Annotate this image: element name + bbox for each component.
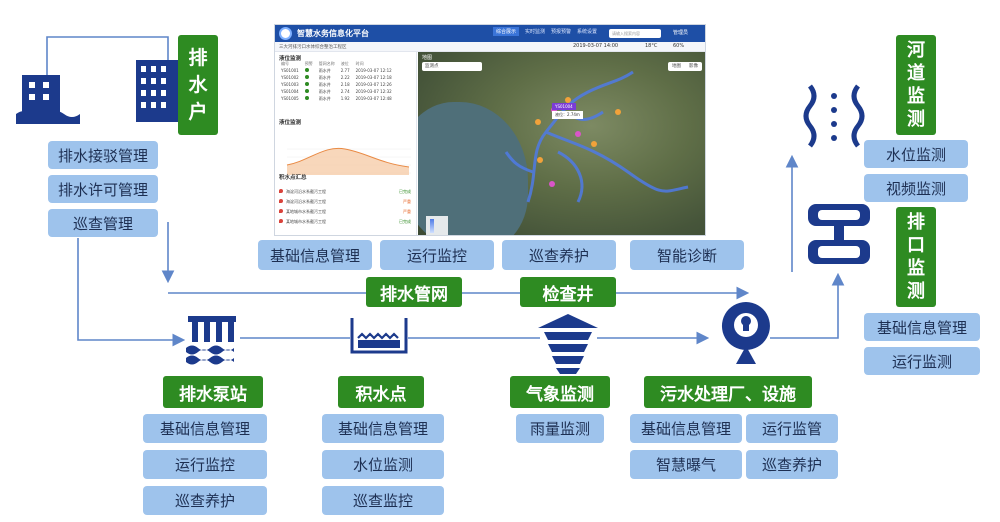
humidity-readout: 60% [673,43,684,49]
map-toggle-satellite[interactable]: 影像 [689,62,698,71]
location-pin-icon [279,189,283,193]
river-video-monitoring[interactable]: 视频监测 [864,174,968,202]
river-dots-icon [831,93,837,141]
inspection-well-label[interactable]: 检查井 [520,277,616,307]
col-name: 管网名称 [316,60,338,67]
pipeline-intelligent-diagnosis[interactable]: 智能诊断 [630,240,744,270]
location-pin-icon [279,219,283,223]
pump-operation-monitoring[interactable]: 运行监控 [143,450,267,479]
river-water-level-monitoring[interactable]: 水位监测 [864,140,968,168]
map-popup-value: 液位：2.74m [552,111,583,119]
dashboard-search-input[interactable]: 请输入搜索内容 [609,29,661,38]
map-legend [426,216,448,236]
location-pin-icon [279,209,283,213]
col-id: 编号 [278,60,302,67]
col-level: 液位 [338,60,353,67]
table-header-row: 编号 预警 管网名称 液位 时间 [278,60,395,67]
location-pin-icon [279,199,283,203]
pump-basic-info-management[interactable]: 基础信息管理 [143,414,267,443]
pipe-network-overlay [418,52,706,236]
waterlogging-point-title[interactable]: 积水点 [338,376,424,408]
waterlogging-icon [352,318,406,352]
drainage-user-title: 排 水 户 [178,35,218,135]
platform-dashboard-screenshot: 智慧水务信息化平台 综合展示 实时监测 预报预警 系统设置 请输入搜索内容 管理… [274,24,706,236]
pipeline-operation-monitoring[interactable]: 运行监控 [380,240,494,270]
map-label: 地图 [422,54,432,61]
alert-item[interactable]: 某地城市水系截污工程已完成 [279,219,413,228]
map-layer-tool[interactable]: 监测点 [422,62,482,71]
waterlogging-patrol-monitoring[interactable]: 巡查监控 [322,486,444,515]
plant-operation-supervision[interactable]: 运行监管 [746,414,838,443]
col-time: 时间 [353,60,395,67]
river-monitoring-title: 河 道 监 测 [896,35,936,135]
pipeline-basic-info-management[interactable]: 基础信息管理 [258,240,372,270]
residential-building-icon [16,75,80,124]
waterlogging-basic-info-management[interactable]: 基础信息管理 [322,414,444,443]
map-view-toggle[interactable]: 地图 影像 [668,62,702,71]
pipe-network-label[interactable]: 排水管网 [366,277,462,307]
dashboard-title: 智慧水务信息化平台 [297,28,369,39]
map-popup-title: YS01004 [552,103,576,110]
alert-item[interactable]: 海淀河沿水系截污工程严重 [279,199,413,208]
pipeline-patrol-maintenance[interactable]: 巡查养护 [502,240,616,270]
connector-user-to-pump [78,238,182,340]
dashboard-header: 智慧水务信息化平台 综合展示 实时监测 预报预警 系统设置 请输入搜索内容 管理… [275,25,706,42]
temperature-readout: 18°C [645,43,657,49]
datetime-readout: 2019-03-07 14:00 [573,43,618,49]
nav-tab-realtime[interactable]: 实时监测 [525,28,545,35]
nav-tab-overview[interactable]: 综合展示 [493,27,519,36]
alert-section-title: 积水点汇总 [279,173,307,181]
rainfall-monitoring[interactable]: 雨量监测 [516,414,604,443]
outfall-basic-info-management[interactable]: 基础信息管理 [864,313,980,341]
plant-patrol-maintenance[interactable]: 巡查养护 [746,450,838,479]
nav-tab-settings[interactable]: 系统设置 [577,28,597,35]
office-building-icon [136,60,178,122]
weather-station-icon [538,314,598,374]
drainage-connection-management[interactable]: 排水接驳管理 [48,141,158,169]
nav-tab-forecast[interactable]: 预报预警 [551,28,571,35]
pump-station-icon [186,316,236,365]
col-alert: 预警 [302,60,316,67]
alert-item[interactable]: 某地城市水系截污工程严重 [279,209,413,218]
plant-basic-info-management[interactable]: 基础信息管理 [630,414,742,443]
satellite-map[interactable]: 地图 监测点 地图 影像 YS01004 液位：2.74m [418,52,706,236]
pump-station-title[interactable]: 排水泵站 [163,376,263,408]
connector-plant-to-outfall [770,276,838,338]
plant-smart-aeration[interactable]: 智慧曝气 [630,450,742,479]
sewage-plant-title[interactable]: 污水处理厂、设施 [644,376,812,408]
platform-logo-icon [279,27,292,40]
drainage-permit-management[interactable]: 排水许可管理 [48,175,158,203]
dashboard-subbar: 三大河排污口水体综合整治工程区 2019-03-07 14:00 18°C 60… [275,42,706,52]
notice-text: 三大河排污口水体综合整治工程区 [279,44,347,50]
outfall-operation-monitoring[interactable]: 运行监测 [864,347,980,375]
waterlevel-section-title: 液位监测 [279,118,301,126]
pump-patrol-maintenance[interactable]: 巡查养护 [143,486,267,515]
patrol-management[interactable]: 巡查管理 [48,209,158,237]
alert-item[interactable]: 海淀河沿水系截污工程已完成 [279,189,413,198]
sewage-plant-icon [722,302,770,364]
outfall-icon [808,204,870,264]
dashboard-user[interactable]: 管理员 [673,29,688,36]
map-toggle-map[interactable]: 地图 [672,62,681,71]
weather-monitoring-title[interactable]: 气象监测 [510,376,610,408]
outfall-monitoring-title: 排 口 监 测 [896,207,936,307]
waterlogging-water-level-monitoring[interactable]: 水位监测 [322,450,444,479]
